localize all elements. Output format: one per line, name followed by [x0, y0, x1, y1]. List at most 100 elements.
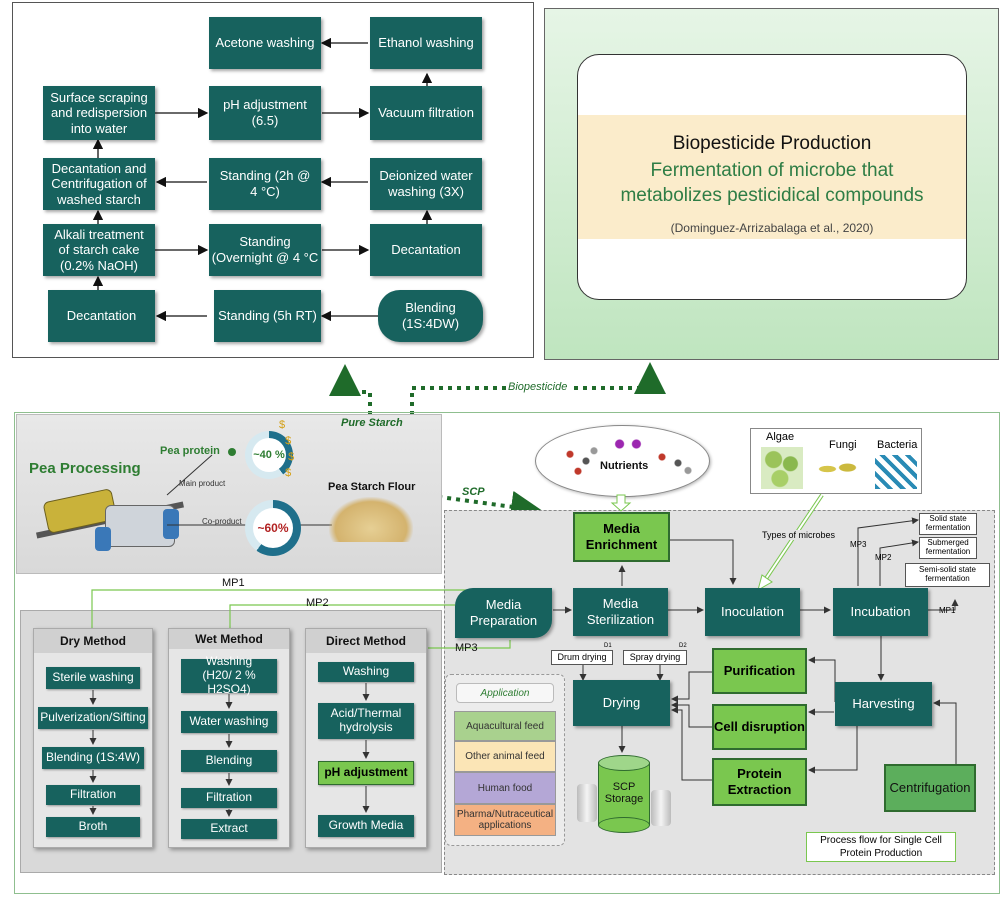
decantation-left-box: Decantation	[48, 290, 155, 342]
protein-extraction-box: Protein Extraction	[712, 758, 807, 806]
starch-pct: ~60%	[253, 508, 293, 548]
direct-step: Acid/Thermal hydrolysis	[318, 703, 414, 739]
microbes-box: Algae Fungi Bacteria	[750, 428, 922, 494]
scp-storage-label: SCP Storage	[604, 781, 644, 805]
mp1-right-label: MP1	[939, 606, 956, 615]
bacteria-image	[875, 455, 917, 489]
starch-flow-arrows	[92, 37, 433, 322]
wet-method-column: Wet Method Washing (H20/ 2 % H2SO4) Wate…	[168, 628, 290, 848]
drying-box: Drying	[573, 680, 670, 726]
submerged-fermentation: Submerged fermentation	[919, 537, 977, 559]
purification-box: Purification	[712, 648, 807, 694]
spray-drying-label: Spray drying	[623, 650, 687, 665]
co-product-label: Co-product	[202, 517, 242, 526]
biopesticide-panel: Biopesticide Production Fermentation of …	[544, 8, 999, 360]
dry-step: Blending (1S:4W)	[42, 747, 144, 769]
standing-5h-box: Standing (5h RT)	[214, 290, 321, 342]
application-panel: Application Aquacultural feed Other anim…	[445, 674, 565, 846]
alkali-treatment-box: Alkali treatment of starch cake (0.2% Na…	[43, 224, 155, 276]
algae-image	[761, 447, 803, 489]
storage-jar-left	[577, 784, 597, 822]
acetone-washing-box: Acetone washing	[209, 17, 321, 69]
media-enrichment-box: Media Enrichment	[573, 512, 670, 562]
pea-processing-panel: Pea Processing Pea protein ~40 % $ $ $ $…	[16, 414, 442, 574]
fungi-image	[815, 455, 865, 483]
scp-label: SCP	[462, 486, 485, 498]
ph-adjustment-box: pH adjustment (6.5)	[209, 86, 321, 140]
application-title-text: Application	[480, 687, 530, 699]
flour-label: Pea Starch Flour	[328, 481, 416, 493]
mp2-line	[229, 604, 455, 628]
cell-disruption-box: Cell disruption	[712, 704, 807, 750]
scp-caption: Process flow for Single Cell Protein Pro…	[806, 832, 956, 862]
solid-state-fermentation: Solid state fermentation	[919, 513, 977, 535]
starch-ring: ~60%	[245, 500, 301, 556]
d1-label: D1	[604, 643, 612, 649]
protein-pct: ~40 %	[252, 438, 286, 472]
algae-label: Algae	[766, 431, 795, 443]
starch-flour-pile	[329, 497, 413, 542]
mp2-right-label: MP2	[875, 553, 892, 562]
biopesticide-citation: (Dominguez-Arrizabalaga et al., 2020)	[670, 221, 874, 235]
types-of-microbes-label: Types of microbes	[762, 530, 836, 540]
wet-step-text: Washing (H20/ 2 % H2SO4)	[202, 654, 256, 696]
application-title: Application	[456, 683, 554, 703]
direct-step: Washing	[318, 662, 414, 682]
direct-method-title: Direct Method	[306, 629, 426, 653]
dry-step: Pulverization/Sifting	[38, 707, 148, 729]
dollar-icons: $ $ $ $	[279, 419, 295, 479]
semisolid-fermentation: Semi-solid state fermentation	[905, 563, 990, 587]
mp3-line	[428, 640, 511, 649]
scp-storage-cylinder: SCP Storage	[598, 755, 650, 833]
application-item: Other animal feed	[454, 741, 556, 772]
harvesting-box: Harvesting	[835, 682, 932, 726]
biopesticide-subtitle: Fermentation of microbe that metabolizes…	[620, 160, 924, 206]
pea-protein-label: Pea protein	[160, 445, 220, 457]
biopesticide-card: Biopesticide Production Fermentation of …	[577, 54, 967, 300]
dry-step: Filtration	[46, 785, 140, 805]
fungi-label: Fungi	[829, 439, 857, 451]
mp2-label: MP2	[306, 597, 329, 609]
main-product-label: Main product	[179, 479, 226, 488]
blending-box: Blending (1S:4DW)	[378, 290, 483, 342]
pure-starch-label: Pure Starch	[341, 417, 403, 429]
surface-scraping-box: Surface scraping and redispersion into w…	[43, 86, 155, 140]
mp1-label: MP1	[222, 577, 245, 589]
application-item: Human food	[454, 772, 556, 804]
ethanol-washing-box: Ethanol washing	[370, 17, 482, 69]
biopesticide-title: Biopesticide Production	[672, 133, 872, 154]
biopesticide-band	[578, 115, 966, 239]
magenta-molecule-icon	[614, 436, 642, 452]
nutrients-cloud: Nutrients	[535, 425, 710, 497]
application-item: Aquacultural feed	[454, 711, 556, 741]
bacteria-label: Bacteria	[877, 439, 918, 451]
direct-step: pH adjustment	[318, 761, 414, 785]
deionized-washing-box: Deionized water washing (3X)	[370, 158, 482, 210]
wet-step: Extract	[181, 819, 277, 839]
pea-machine-image	[25, 487, 195, 557]
molecule-icon-2	[654, 448, 694, 478]
mp3-label: MP3	[455, 642, 478, 654]
nutrients-label: Nutrients	[600, 460, 649, 472]
standing-2h-box: Standing (2h @ 4 °C)	[209, 158, 321, 210]
dry-method-title: Dry Method	[34, 629, 152, 653]
biopesticide-label: Biopesticide	[506, 381, 570, 393]
media-sterilization-box: Media Sterilization	[573, 588, 668, 636]
wet-step: Water washing	[181, 711, 277, 733]
standing-overnight-box: Standing (Overnight @ 4 °C	[209, 224, 321, 276]
vacuum-filtration-box: Vacuum filtration	[370, 86, 482, 140]
storage-jar-right	[651, 790, 671, 826]
media-preparation-box: Media Preparation	[455, 588, 552, 638]
wet-step: Blending	[181, 750, 277, 772]
centrifugation-box: Centrifugation	[884, 764, 976, 812]
wet-step: Filtration	[181, 788, 277, 808]
d2-label: D2	[679, 643, 687, 649]
decantation-right-box: Decantation	[370, 224, 482, 276]
dry-step: Broth	[46, 817, 140, 837]
scp-outer-frame	[14, 412, 1000, 894]
pea-processing-title: Pea Processing	[29, 460, 141, 477]
